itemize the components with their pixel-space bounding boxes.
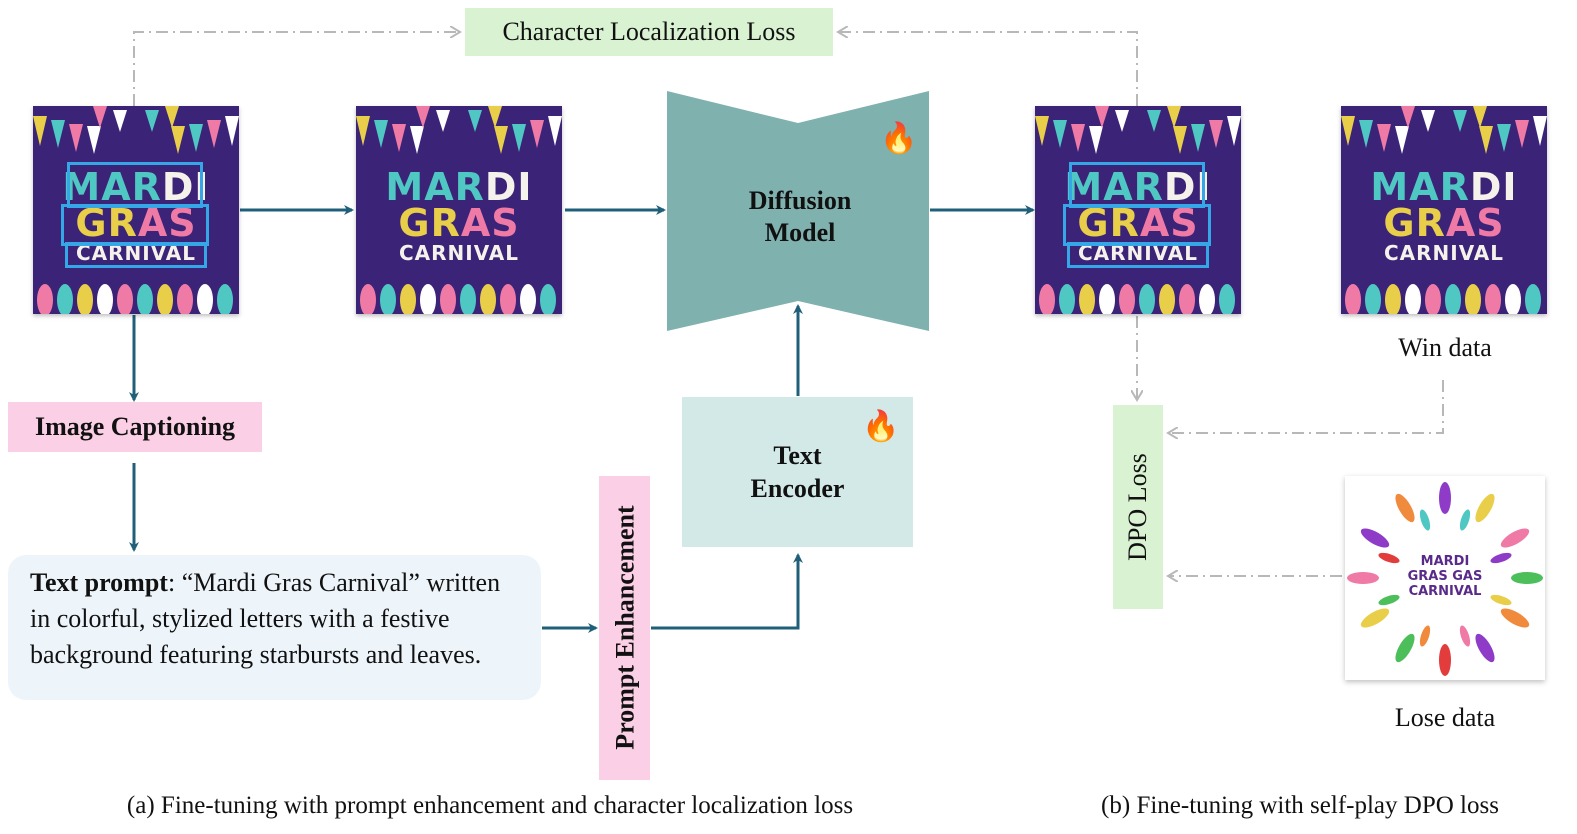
character-localization-loss-box: Character Localization Loss: [465, 8, 833, 56]
arrow-enhancement-to-encoder: [651, 553, 803, 630]
poster-line-3: CARNIVAL: [1383, 241, 1505, 266]
text-encoder-label-line-2: Encoder: [750, 474, 845, 503]
text-prompt-box: Text prompt: “Mardi Gras Carnival” writt…: [8, 555, 541, 700]
prompt-enhancement-label: Prompt Enhancement: [610, 505, 639, 750]
bunting-decoration: [1341, 106, 1547, 154]
lose-data-image: MARDI GRAS GAS CARNIVAL: [1345, 476, 1545, 680]
image-captioning-box: Image Captioning: [8, 402, 262, 452]
poster-line-2: GRAS: [1383, 200, 1505, 245]
dashed-win-to-dpo: [1168, 380, 1444, 433]
poster-line-3: CARNIVAL: [75, 241, 197, 266]
prompt-enhancement-box: Prompt Enhancement: [599, 476, 650, 780]
poster-line-3: CARNIVAL: [398, 241, 520, 266]
output-poster-image: MARDI GRAS CARNIVAL: [1035, 106, 1241, 314]
image-captioning-label: Image Captioning: [34, 412, 236, 441]
poster-line-3: CARNIVAL: [1077, 241, 1199, 266]
lose-poster-line-2: GRAS GAS: [1407, 569, 1483, 584]
diffusion-label-line-1: Diffusion: [748, 186, 852, 215]
diffusion-model-label: Diffusion Model: [700, 182, 900, 252]
poster-line-2: GRAS: [398, 200, 520, 245]
localization-box-1: [1069, 162, 1205, 208]
dpo-loss-label: DPO Loss: [1123, 453, 1152, 561]
dpo-loss-box: DPO Loss: [1113, 405, 1163, 609]
localization-box-3: [1067, 242, 1209, 268]
leaves-decoration: [37, 284, 233, 314]
dashed-output-to-char-loss: [838, 32, 1138, 106]
diffusion-model-shape: [667, 91, 929, 331]
localization-box-3: [65, 242, 207, 268]
caption-a: (a) Fine-tuning with prompt enhancement …: [126, 792, 854, 819]
win-data-image: MARDI GRAS CARNIVAL: [1341, 106, 1547, 314]
localization-box-2: [1063, 204, 1211, 246]
starburst-leaves-decoration: [1347, 482, 1543, 676]
character-localization-loss-label: Character Localization Loss: [502, 17, 796, 46]
bunting-decoration: [33, 106, 239, 154]
fire-icon: 🔥: [862, 410, 900, 443]
lose-poster-line-3: CARNIVAL: [1408, 584, 1482, 599]
localization-box-2: [61, 204, 209, 246]
input-poster-image: MARDI GRAS CARNIVAL: [33, 106, 239, 314]
leaves-decoration: [1345, 284, 1541, 314]
bunting-decoration: [1035, 106, 1241, 154]
dashed-poster-to-char-loss: [133, 32, 460, 106]
lose-poster-line-1: MARDI: [1420, 554, 1470, 569]
leaves-decoration: [1039, 284, 1235, 314]
poster-line-2: GRAS: [75, 200, 197, 245]
fire-icon: 🔥: [880, 122, 918, 155]
training-poster-image: MARDI GRAS CARNIVAL: [356, 106, 562, 314]
lose-data-label: Lose data: [1394, 703, 1496, 732]
caption-b: (b) Fine-tuning with self-play DPO loss: [1101, 792, 1499, 819]
leaves-decoration: [360, 284, 556, 314]
poster-line-2: GRAS: [1077, 200, 1199, 245]
text-encoder-box: Text Encoder: [682, 397, 913, 547]
text-prompt-body: : “Mardi Gras Carnival” written in color…: [30, 568, 501, 669]
lose-poster-text: MARDI GRAS GAS CARNIVAL: [1345, 554, 1545, 599]
text-encoder-label-line-1: Text: [773, 441, 822, 470]
text-prompt-heading: Text prompt: [30, 568, 168, 597]
localization-box-1: [67, 162, 203, 208]
diffusion-label-line-2: Model: [764, 218, 836, 247]
win-data-label: Win data: [1398, 333, 1492, 362]
poster-line-1: MARDI: [385, 165, 533, 210]
poster-line-1: MARDI: [1370, 165, 1518, 210]
bunting-decoration: [356, 106, 562, 154]
